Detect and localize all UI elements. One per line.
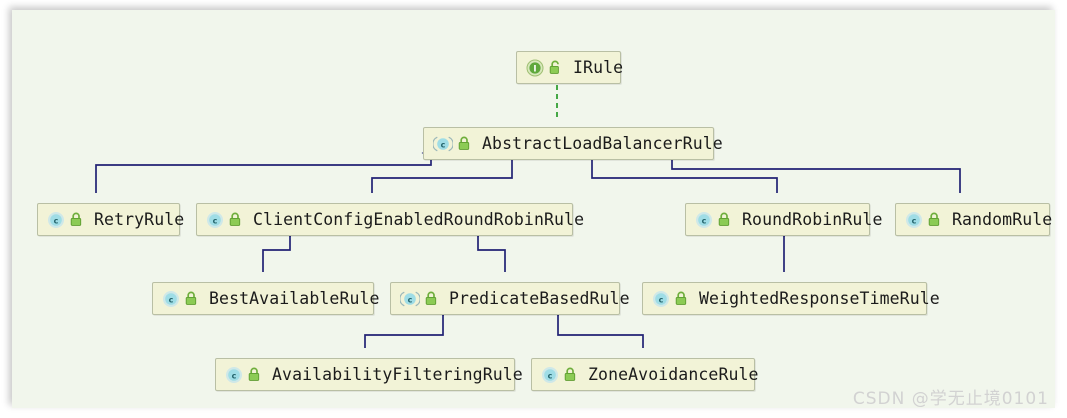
svg-text:c: c	[548, 371, 553, 380]
lock-icon	[674, 291, 688, 306]
svg-text:c: c	[213, 216, 218, 225]
lock-icon	[69, 212, 83, 227]
svg-text:c: c	[659, 295, 664, 304]
edge-zoneavoidance-to-predicatebased	[548, 306, 644, 348]
node-label: BestAvailableRule	[209, 289, 380, 308]
node-bestavailablerule[interactable]: c BestAvailableRule	[152, 282, 379, 315]
node-label: RoundRobinRule	[742, 210, 883, 229]
lock-icon	[717, 212, 731, 227]
class-c-icon: c	[47, 211, 65, 229]
class-c-icon: c	[695, 211, 713, 229]
node-abstractloadbalancerrule[interactable]: c AbstractLoadBalancerRule	[423, 127, 723, 160]
svg-text:c: c	[169, 295, 174, 304]
node-label: PredicateBasedRule	[449, 289, 630, 308]
class-c-icon: c	[206, 211, 224, 229]
abstract-class-c-icon: c	[433, 135, 453, 153]
node-label: AbstractLoadBalancerRule	[482, 134, 723, 153]
edge-roundrobin-to-abstractloadbalancerrule	[582, 148, 778, 193]
node-retryrule[interactable]: c RetryRule	[37, 203, 184, 236]
unlock-icon	[548, 60, 562, 75]
watermark: CSDN @学无止境0101	[852, 389, 1049, 408]
edge-retry-to-abstractloadbalancerrule	[95, 148, 432, 193]
node-label: RandomRule	[952, 210, 1053, 229]
diagram-canvas: I IRule c	[12, 10, 1055, 408]
node-label: AvailabilityFilteringRule	[272, 365, 523, 384]
lock-icon	[247, 367, 261, 382]
abstract-class-c-icon: c	[400, 290, 420, 308]
svg-text:c: c	[54, 216, 59, 225]
class-c-icon: c	[162, 290, 180, 308]
node-availabilityfilteringrule[interactable]: c AvailabilityFilteringRule	[215, 358, 523, 391]
node-weightedresponsetimerule[interactable]: c WeightedResponseTimeRule	[642, 282, 940, 315]
svg-text:c: c	[912, 216, 917, 225]
node-label: WeightedResponseTimeRule	[699, 289, 940, 308]
node-label: ClientConfigEnabledRoundRobinRule	[253, 210, 585, 229]
edge-bestavailable-to-clientconfig	[262, 227, 291, 272]
interface-i-icon: I	[526, 59, 544, 77]
class-c-icon: c	[225, 366, 243, 384]
node-clientconfigenabledroundrobinrule[interactable]: c ClientConfigEnabledRoundRobinRule	[196, 203, 584, 236]
edge-clientconfig-to-abstractloadbalancerrule	[371, 148, 513, 193]
node-label: ZoneAvoidanceRule	[588, 365, 759, 384]
svg-text:c: c	[441, 140, 446, 149]
node-label: IRule	[573, 58, 624, 77]
node-predicatebasedrule[interactable]: c PredicateBasedRule	[390, 282, 630, 315]
lock-icon	[563, 367, 577, 382]
node-label: RetryRule	[94, 210, 185, 229]
node-irule[interactable]: I IRule	[516, 51, 624, 84]
svg-text:c: c	[702, 216, 707, 225]
lock-icon	[228, 212, 242, 227]
edge-random-to-abstractloadbalancerrule	[662, 148, 961, 193]
class-c-icon: c	[541, 366, 559, 384]
edge-predicatebased-to-clientconfig	[468, 227, 506, 272]
lock-icon	[927, 212, 941, 227]
edge-availabilityfiltering-to-predicatebased	[364, 306, 444, 348]
svg-text:I: I	[533, 64, 536, 74]
lock-icon	[184, 291, 198, 306]
svg-text:c: c	[232, 371, 237, 380]
node-roundrobinrule[interactable]: c RoundRobinRule	[685, 203, 882, 236]
node-randomrule[interactable]: c RandomRule	[895, 203, 1053, 236]
lock-icon	[457, 136, 471, 151]
lock-icon	[424, 291, 438, 306]
class-c-icon: c	[652, 290, 670, 308]
inheritance-edges	[95, 148, 961, 348]
svg-text:c: c	[408, 295, 413, 304]
class-c-icon: c	[905, 211, 923, 229]
node-zoneavoidancerule[interactable]: c ZoneAvoidanceRule	[531, 358, 758, 391]
